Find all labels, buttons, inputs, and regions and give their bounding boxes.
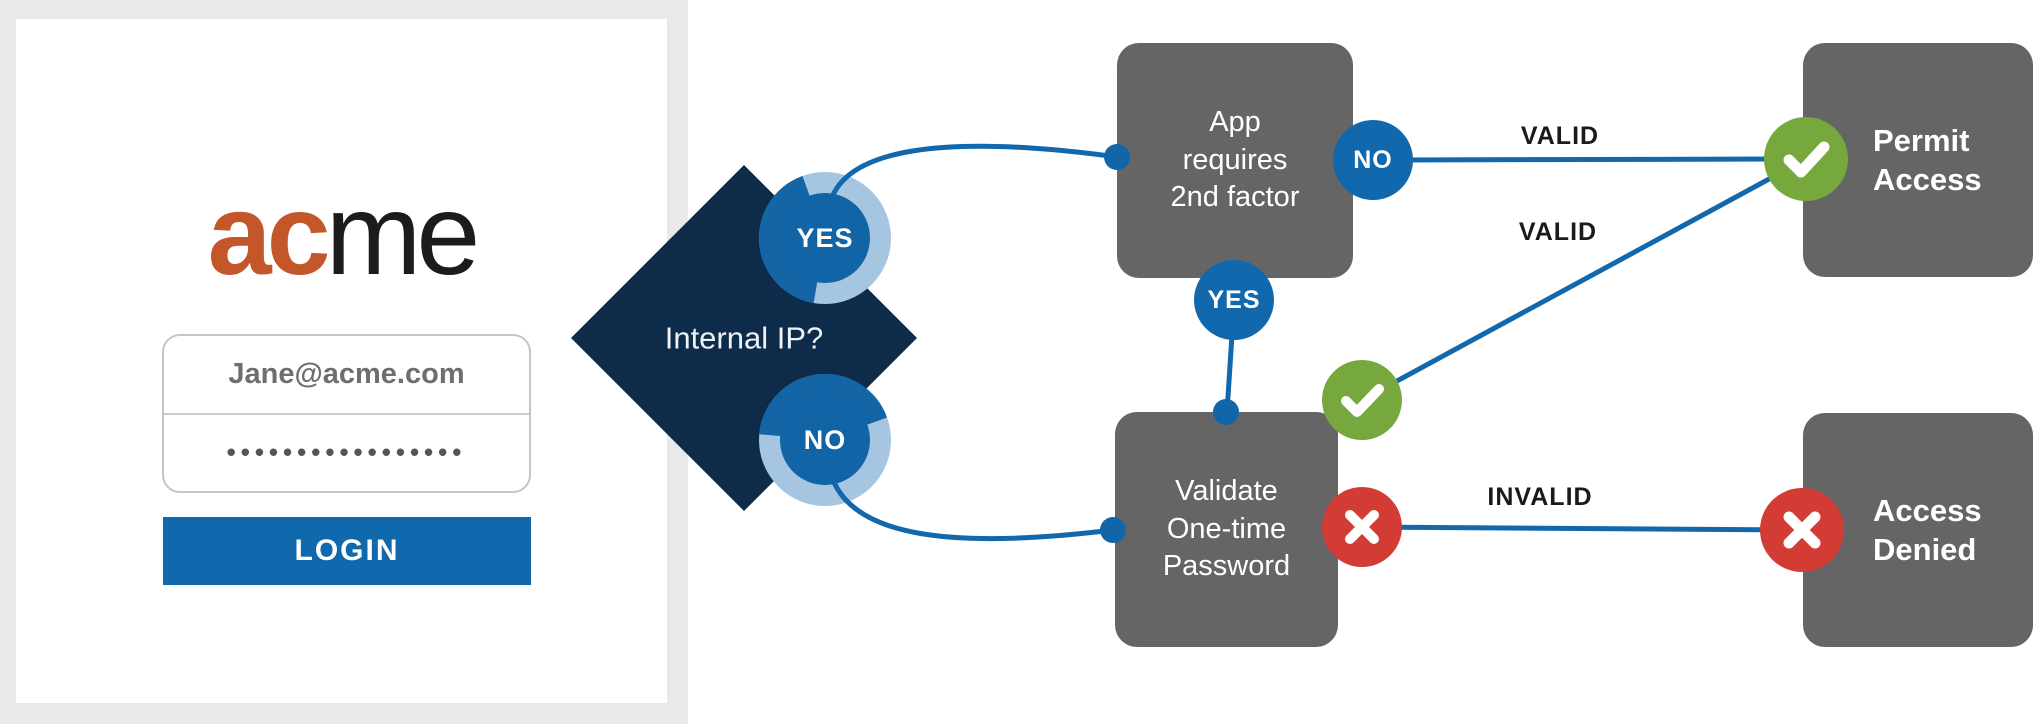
password-input[interactable] (164, 415, 529, 489)
no-branch-ring (759, 374, 891, 506)
edge-invalid-to-denied (1361, 524, 1803, 533)
app-requires-2nd-factor-label: App requires 2nd factor (1170, 105, 1300, 214)
internal-ip-label: Internal IP? (665, 321, 824, 356)
permit-access-label: Permit Access (1873, 122, 1982, 197)
check-icon (1341, 384, 1384, 417)
no-branch-circle (780, 395, 870, 485)
x-icon (1345, 510, 1379, 544)
edge-appyes-to-validate (1224, 334, 1235, 413)
yes-branch-label: YES (796, 223, 853, 253)
yes-branch-circle (780, 193, 870, 283)
edge-otpvalid-to-permit (1360, 156, 1808, 403)
edge-appno-valid-to-permit (1372, 156, 1807, 163)
validate-otp-label: Validate One-time Password (1162, 474, 1291, 583)
app-requires-2nd-factor-box: App requires 2nd factor (1117, 43, 1353, 278)
yes-branch-ring (759, 172, 891, 304)
valid-label-mid: VALID (1519, 218, 1597, 246)
valid-label-top: VALID (1521, 122, 1599, 150)
no-branch-label: NO (804, 425, 847, 455)
acme-logo-ac: ac (207, 171, 331, 299)
edge-no-to-validate (830, 479, 1114, 542)
access-denied-label: Access Denied (1873, 492, 1982, 567)
credentials-group (162, 334, 531, 493)
no-branch-arc (759, 373, 888, 437)
acme-logo: acme (16, 175, 667, 295)
validate-otp-box: Validate One-time Password (1115, 412, 1338, 647)
access-denied-box: Access Denied (1803, 413, 2033, 647)
permit-access-box: Permit Access (1803, 43, 2033, 277)
invalid-label: INVALID (1487, 483, 1592, 511)
app-no-label: NO (1353, 146, 1393, 174)
acme-logo-me: me (325, 171, 481, 299)
login-button[interactable]: LOGIN (163, 517, 531, 585)
edge-yes-to-app (828, 143, 1118, 201)
email-input[interactable] (164, 336, 529, 415)
app-yes-label: YES (1207, 286, 1260, 314)
yes-branch-arc (758, 175, 818, 304)
